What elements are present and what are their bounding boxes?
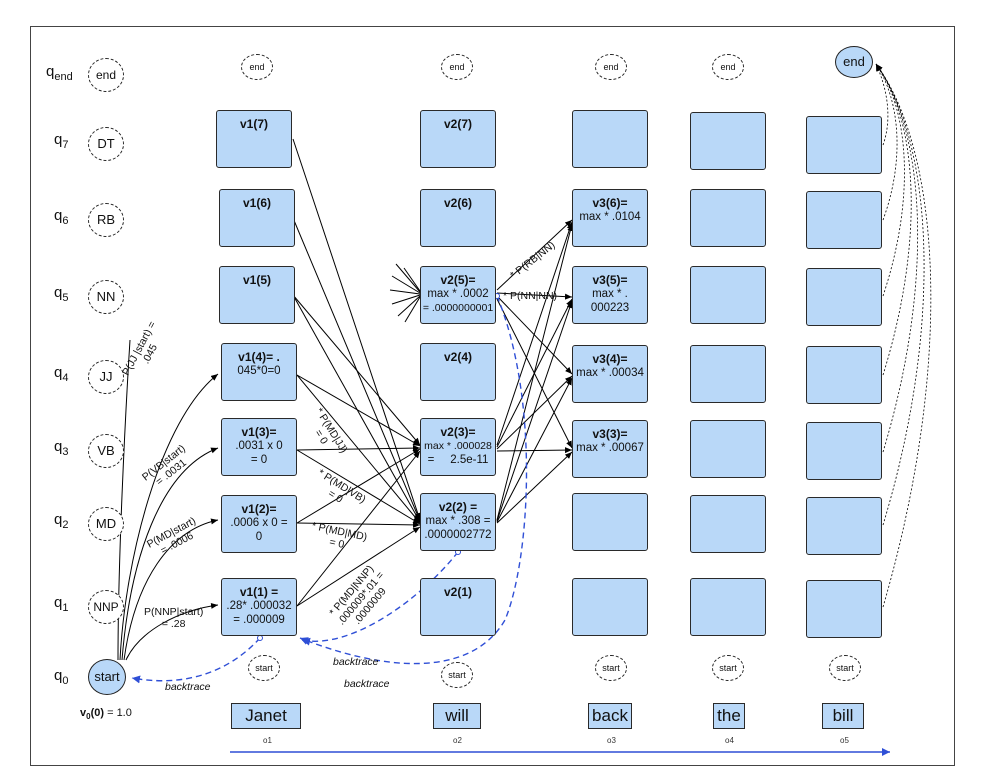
v2-5-incoming-burst (389, 263, 421, 323)
start-node-col2: start (441, 662, 473, 688)
col2-to-col3-transitions (496, 219, 574, 524)
cell-v2-7: v2(7) (420, 110, 496, 168)
state-nn: NN (88, 280, 124, 314)
cell-v1-5: v1(5) (219, 266, 295, 324)
cell-v5-2 (806, 497, 882, 555)
cell-v5-4 (806, 346, 882, 404)
row-label-q0: q0 (54, 667, 69, 687)
cell-v5-1 (806, 580, 882, 638)
row-label-q2: q2 (54, 511, 69, 531)
word-back: back (588, 703, 632, 729)
label-nnp-start: P(NNP|start)= .28 (144, 606, 204, 630)
state-rb: RB (88, 203, 124, 237)
cell-v3-2 (572, 493, 648, 551)
v0-label: v0(0) = 1.0 (80, 707, 132, 722)
word-janet: Janet (231, 703, 301, 729)
state-end: end (88, 58, 124, 92)
cell-v2-2: v2(2) =max * .308 =.0000002772 (420, 493, 496, 551)
cell-v1-3: v1(3)=.0031 x 0= 0 (221, 418, 297, 476)
cell-v5-3 (806, 422, 882, 480)
cell-v2-1: v2(1) (420, 578, 496, 636)
start-node-col3: start (595, 655, 627, 681)
cell-v2-4: v2(4) (420, 343, 496, 401)
obs-o1: o1 (263, 736, 272, 745)
state-dt: DT (88, 127, 124, 161)
row-label-q7: q7 (54, 131, 69, 151)
cell-v5-6 (806, 191, 882, 249)
obs-o3: o3 (607, 736, 616, 745)
cell-v3-7 (572, 110, 648, 168)
start-node-col1: start (248, 655, 280, 681)
cell-v1-1: v1(1) =.28* .000032= .000009 (221, 578, 297, 636)
row-label-q1: q1 (54, 594, 69, 614)
cell-v5-7 (806, 116, 882, 174)
row-label-qend: qend (46, 63, 73, 83)
cell-v3-5: v3(5)=max * .000223 (572, 266, 648, 324)
cell-v4-6 (690, 189, 766, 247)
row-label-q4: q4 (54, 364, 69, 384)
end-node-col3: end (595, 54, 627, 80)
cell-v3-4: v3(4)=max * .00034 (572, 345, 648, 403)
label-backtrace-2: backtrace (344, 678, 390, 690)
state-jj: JJ (88, 360, 124, 394)
start-node-col5: start (829, 655, 861, 681)
end-node-final: end (835, 46, 873, 78)
row-label-q5: q5 (54, 284, 69, 304)
cell-v4-5 (690, 266, 766, 324)
cell-v4-4 (690, 345, 766, 403)
row-label-q6: q6 (54, 207, 69, 227)
obs-o5: o5 (840, 736, 849, 745)
cell-v5-5 (806, 268, 882, 326)
state-nnp: NNP (88, 590, 124, 624)
col1-to-col2-transitions (292, 138, 421, 607)
cell-v1-7: v1(7) (216, 110, 292, 168)
cell-v3-6: v3(6)=max * .0104 (572, 189, 648, 247)
state-vb: VB (88, 434, 124, 468)
cell-v3-1 (572, 578, 648, 636)
cell-v1-2: v1(2)=.0006 x 0 =0 (221, 495, 297, 553)
label-nn-nn: * P(NN|NN) (503, 290, 558, 302)
end-node-col1: end (241, 54, 273, 80)
end-node-col4: end (712, 54, 744, 80)
diagram-frame (30, 26, 955, 766)
word-the: the (713, 703, 745, 729)
cell-v2-6: v2(6) (420, 189, 496, 247)
cell-v1-4: v1(4)= .045*0=0 (221, 343, 297, 401)
obs-o2: o2 (453, 736, 462, 745)
cell-v2-3: v2(3)=max * .000028= 2.5e-11 (420, 418, 496, 476)
cell-v3-3: v3(3)=max * .00067 (572, 420, 648, 478)
label-backtrace-3: backtrace (165, 681, 211, 693)
obs-o4: o4 (725, 736, 734, 745)
row-label-q3: q3 (54, 438, 69, 458)
label-backtrace-1: backtrace (333, 656, 379, 668)
end-node-col2: end (441, 54, 473, 80)
backtrace-paths (131, 295, 528, 684)
cell-v4-7 (690, 112, 766, 170)
cell-v4-2 (690, 495, 766, 553)
cell-v2-5: v2(5)=max * .0002= .0000000001 (420, 266, 496, 324)
start-node-col4: start (712, 655, 744, 681)
cell-v1-6: v1(6) (219, 189, 295, 247)
cell-v4-1 (690, 578, 766, 636)
word-bill: bill (822, 703, 864, 729)
cell-v4-3 (690, 420, 766, 478)
state-md: MD (88, 507, 124, 541)
word-will: will (433, 703, 481, 729)
final-transitions (875, 63, 932, 608)
state-start: start (88, 659, 126, 695)
